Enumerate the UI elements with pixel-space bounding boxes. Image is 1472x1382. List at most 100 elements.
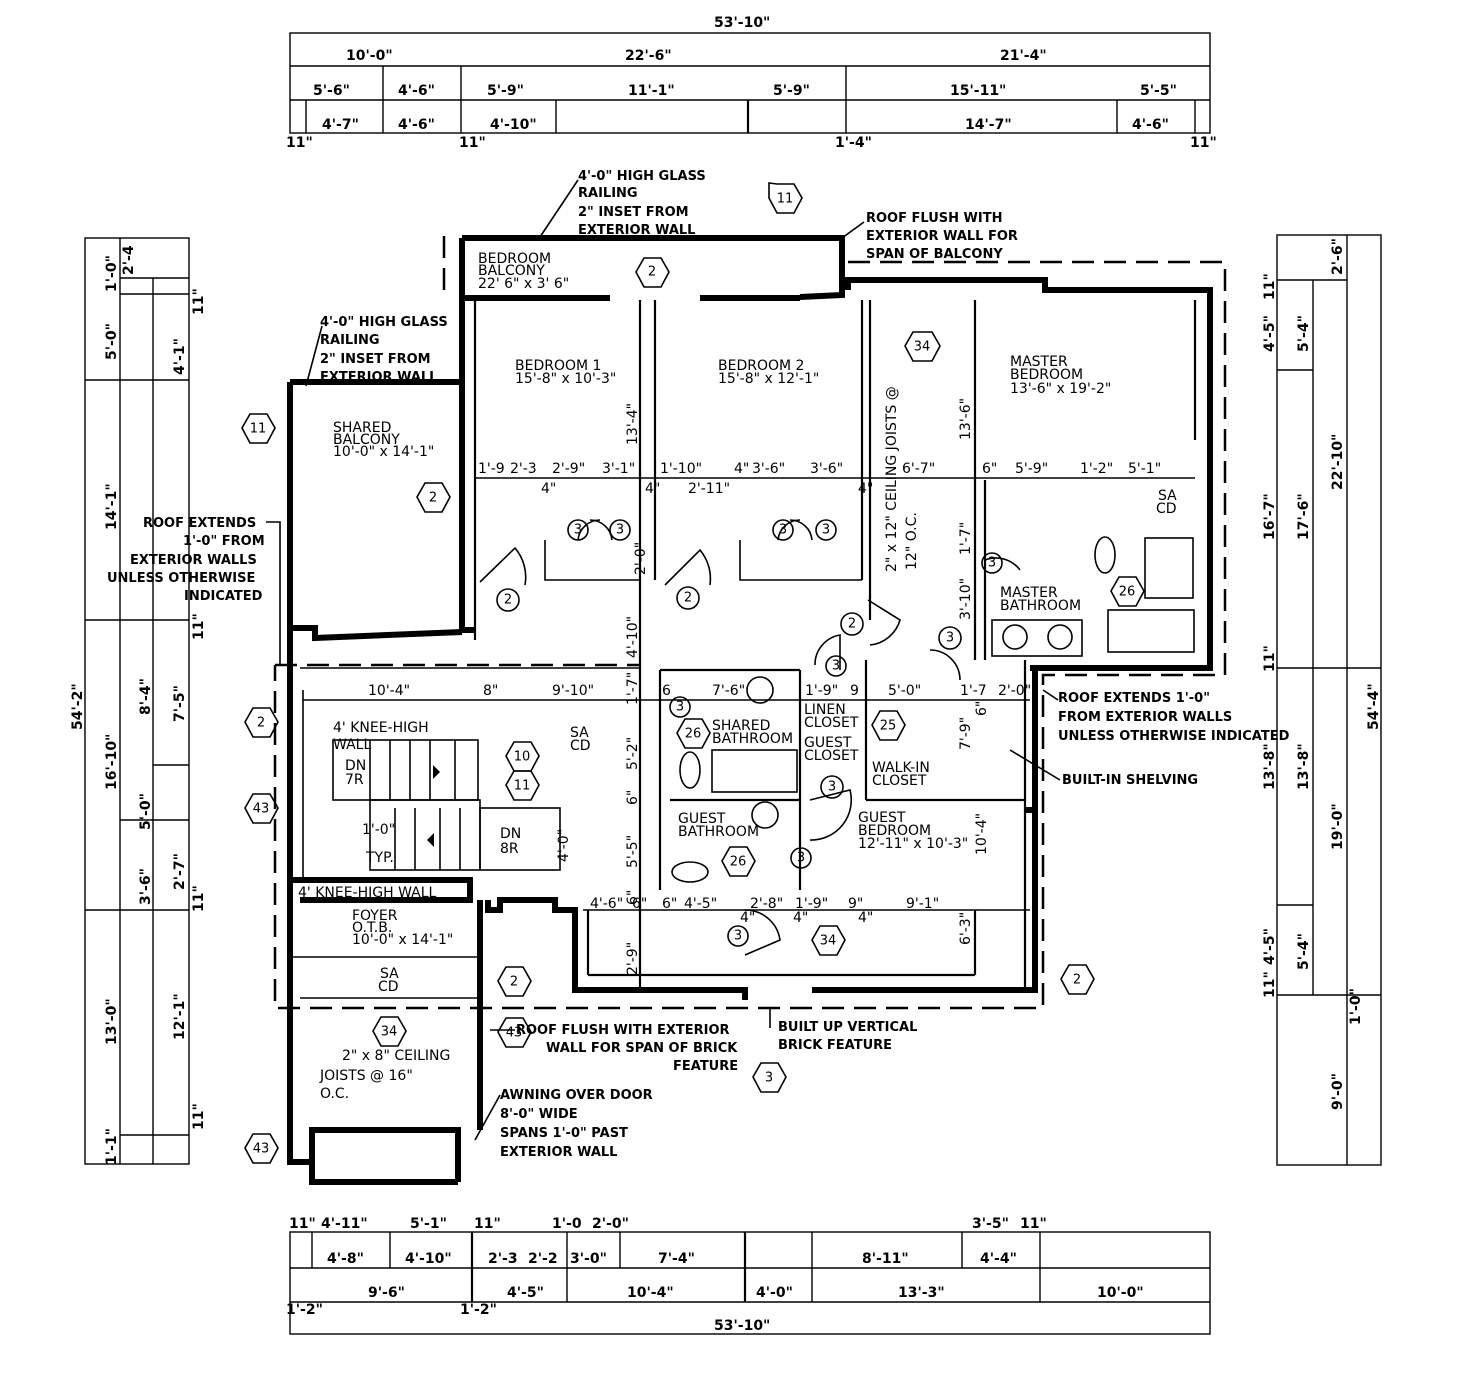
bottom-rowb-dim-6: 7'-4" <box>658 1251 695 1267</box>
stair-dn8-label: DN <box>500 826 521 842</box>
foyer-otb: O.T.B. <box>352 920 392 936</box>
int-dim-m10: 2'-0" <box>998 683 1031 699</box>
tag-label: 2 <box>1073 973 1081 988</box>
roof-extends-right-note-3: UNLESS OTHERWISE INDICATED <box>1058 729 1290 744</box>
bottom-rowc-dim-6: 10'-0" <box>1097 1285 1144 1301</box>
cd-label-master: CD <box>1156 501 1177 517</box>
int-dim-m1: 10'-4" <box>368 683 410 699</box>
railing-top-note: 4'-0" HIGH GLASS <box>578 169 706 184</box>
closet-doors <box>544 519 862 581</box>
tag-hex-11-stair: 11 <box>505 770 540 801</box>
shared-bathroom-label-2: BATHROOM <box>712 731 793 747</box>
roof-flush-brick-note-3: FEATURE <box>673 1059 738 1074</box>
bedroom2-size: 15'-8" x 12'-1" <box>718 371 819 387</box>
tag-circle-3-g: 3 <box>669 696 691 718</box>
ceiling-joists-lower-3: O.C. <box>320 1086 349 1102</box>
tag-label: 26 <box>1119 585 1136 600</box>
top-row1-dim-3: 21'-4" <box>1000 48 1047 64</box>
tag-hex-11-top: 11 <box>768 182 803 214</box>
int-dim-v7: 5'-5" <box>625 835 641 868</box>
int-dim-u10: 6" <box>982 461 997 477</box>
top-row2-dim-4: 11'-1" <box>628 83 675 99</box>
bedroom1-label: BEDROOM 1 <box>515 358 601 374</box>
tag-label: 34 <box>820 934 837 949</box>
stair-typ-dim: 1'-0" <box>362 822 395 838</box>
top-row2-dim-2: 4'-6" <box>398 83 435 99</box>
vertical-brick-note: BUILT UP VERTICAL <box>778 1020 917 1035</box>
stair-landing-dim: 4'-0" <box>556 829 572 862</box>
right-overall-dim: 54'-4" <box>1366 683 1382 730</box>
int-dim-m7: 9 <box>850 683 859 699</box>
tag-circle-2-c: 2 <box>840 612 864 636</box>
right-outer-dim-1: 22'-10" <box>1330 434 1346 490</box>
right-inner-dim-5: 17'-6" <box>1296 493 1312 540</box>
right-outer-dim-4: 1'-0" <box>1348 988 1364 1025</box>
left-inner-dim-2: 2'-4 <box>121 245 137 275</box>
ceiling-joists-lower-2: JOISTS @ 16" <box>319 1068 413 1084</box>
bottom-rowa-dim-6: 2'-0" <box>592 1216 629 1232</box>
top-row2-dim-1: 5'-6" <box>313 83 350 99</box>
right-inner-dim-3: 5'-4" <box>1296 315 1312 352</box>
top-row3-dim-5: 4'-6" <box>1132 117 1169 133</box>
left-outer-dim-4: 13'-0" <box>104 998 120 1045</box>
tag-label: 43 <box>253 802 270 817</box>
tag-label: 2 <box>429 491 437 506</box>
tag-hex-2-mid: 2 <box>244 707 279 738</box>
left-inner-dim-5: 7'-5" <box>172 685 188 722</box>
int-dim-v6: 6" <box>625 790 641 805</box>
master-bedroom-label: MASTER <box>1010 354 1068 370</box>
awning-note-4: EXTERIOR WALL <box>500 1145 617 1160</box>
guest-bedroom-label: GUEST <box>858 810 906 826</box>
int-dim-v5: 5'-2" <box>625 737 641 770</box>
master-bedroom-label-2: BEDROOM <box>1010 367 1083 383</box>
railing-left-note-2: RAILING <box>320 333 380 348</box>
linen-closet-label-2: CLOSET <box>804 715 859 731</box>
tag-label: 43 <box>506 1026 523 1041</box>
tag-label: 3 <box>797 851 805 866</box>
tag-label: 11 <box>777 192 794 207</box>
bottom-rowb-dim-1: 4'-8" <box>327 1251 364 1267</box>
guest-closet-label-2: CLOSET <box>804 748 859 764</box>
tag-hex-3-bottom: 3 <box>752 1062 787 1093</box>
railing-top-note-2: RAILING <box>578 186 638 201</box>
bedroom-balcony-label: BEDROOM <box>478 251 551 267</box>
tag-circle-3-foyer-door: 3 <box>727 925 749 947</box>
tag-circle-3-c: 3 <box>772 519 794 541</box>
int-dim-m5: 7'-6" <box>712 683 745 699</box>
roof-outline <box>273 236 1227 1010</box>
tag-hex-43-mid: 43 <box>244 793 279 824</box>
master-bedroom-size: 13'-6" x 19'-2" <box>1010 381 1111 397</box>
tag-hex-2-foyer: 2 <box>497 966 532 997</box>
int-dim-l10: 4" <box>793 910 808 926</box>
bottom-rowb-dim-7: 8'-11" <box>862 1251 909 1267</box>
bottom-rowa-dim-2: 4'-11" <box>321 1216 368 1232</box>
int-dim-v3: 4'-10" <box>625 616 641 658</box>
tag-label: 3 <box>946 631 954 646</box>
ceiling-joists-upper: 2" x 12" CEILING JOISTS @ <box>884 386 900 572</box>
int-dim-l9: 4" <box>740 910 755 926</box>
top-small-dim-3: 1'-4" <box>835 135 872 151</box>
bedroom2-label: BEDROOM 2 <box>718 358 804 374</box>
right-inner-dim-8: 4'-5" <box>1262 928 1278 965</box>
top-row3-dim-3: 4'-10" <box>490 117 537 133</box>
stair-typ-label: TYP. <box>365 850 394 866</box>
left-outer-dim-1: 5'-0" <box>104 323 120 360</box>
int-dim-u6: 4" <box>734 461 749 477</box>
int-dim-u9: 6'-7" <box>902 461 935 477</box>
int-dim-l4: 4'-5" <box>684 896 717 912</box>
int-dim-v16: 6'-3" <box>958 912 974 945</box>
knee-wall-label: 4' KNEE-HIGH <box>333 720 429 736</box>
interior-dims-upper: 1'-9 2'-3 2'-9" 3'-1" 1'-10" 4" 3'-6" 3'… <box>478 461 1161 497</box>
tag-label: 25 <box>880 719 897 734</box>
guest-closet-label: GUEST <box>804 735 852 751</box>
stair-dn8-risers: 8R <box>500 841 519 857</box>
int-dim-u8: 3'-6" <box>810 461 843 477</box>
tag-label: 2 <box>504 593 512 608</box>
railing-top-note-4: EXTERIOR WALL <box>578 223 695 238</box>
tag-hex-2-left: 2 <box>416 482 451 513</box>
sa-label-foyer: SA <box>380 966 399 982</box>
tag-circle-3-f: 3 <box>825 655 847 677</box>
roof-extends-left-note-2: 1'-0" FROM <box>183 534 265 549</box>
builtin-shelving-note: BUILT-IN SHELVING <box>1062 773 1198 788</box>
int-dim-us2: 4" <box>645 481 660 497</box>
